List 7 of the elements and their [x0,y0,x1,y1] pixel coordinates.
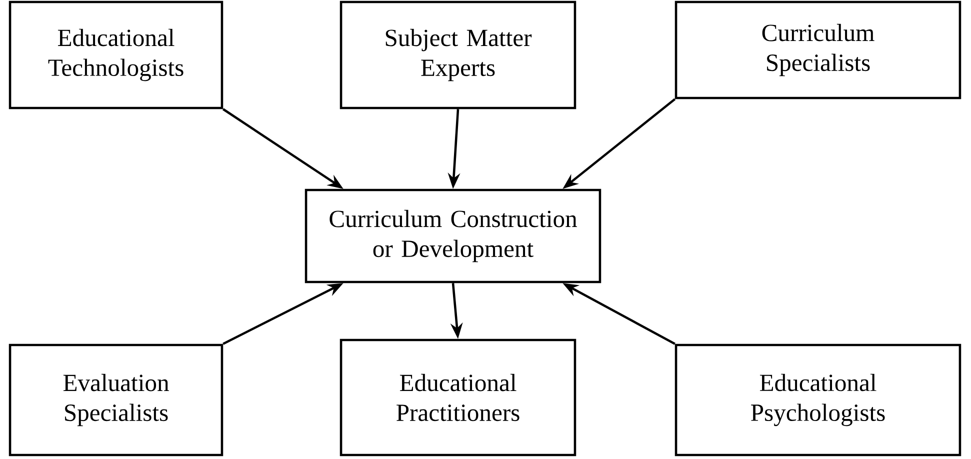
text-box: Educational Psychologists [674,344,962,456]
text-box: Curriculum Construction or Development [304,188,602,284]
text-box: Subject Matter Experts [340,0,576,110]
text-box: Evaluation Specialists [8,344,224,456]
text-box: Curriculum Specialists [674,0,962,100]
text-box: Educational Technologists [8,0,224,110]
text-box: Educational Practitioners [340,338,576,456]
